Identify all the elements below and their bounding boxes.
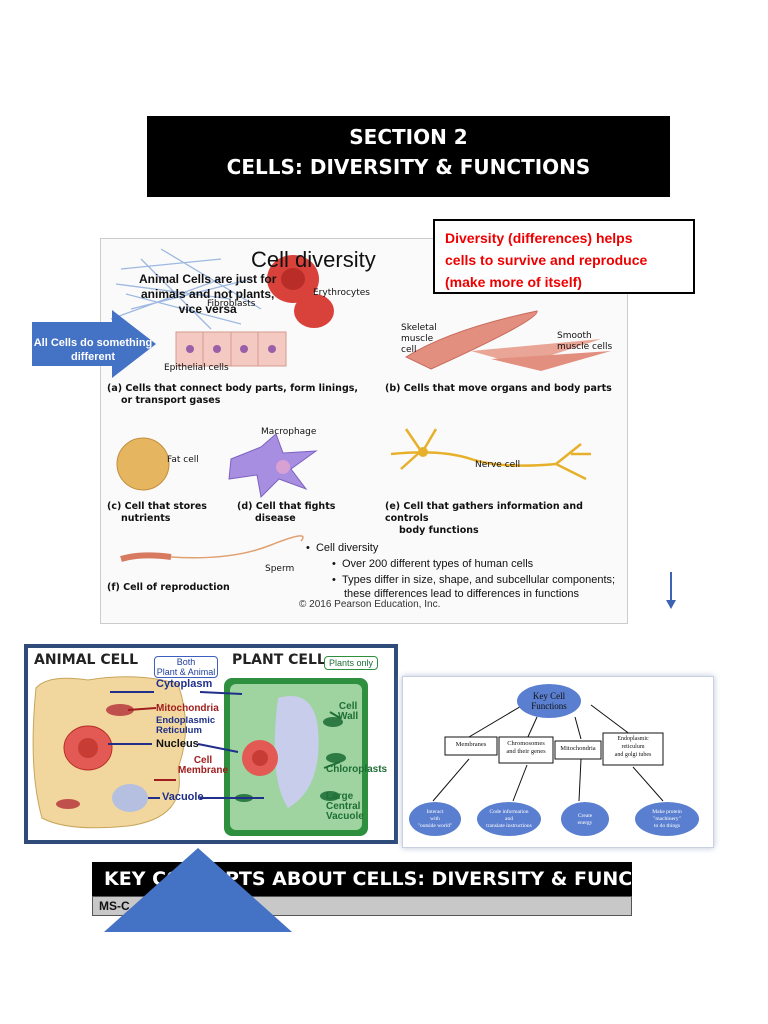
concept-root: Key Cell Functions xyxy=(531,691,567,711)
caption-c: (c) Cell that stores nutrients xyxy=(107,501,207,524)
fibroblast-fibers xyxy=(110,248,262,330)
key-cell-functions-map: Key Cell Functions Membranes Chromosomes… xyxy=(402,676,714,848)
animal-plant-cell-figure: ANIMAL CELL Both Plant & Animal PLANT CE… xyxy=(24,644,398,844)
pointer-arrows xyxy=(108,691,264,799)
label-sperm: Sperm xyxy=(265,564,295,574)
animal-cells-note: Animal Cells are just for animals and no… xyxy=(139,272,277,316)
animal-cell-title: ANIMAL CELL xyxy=(34,652,139,668)
label-skeletal-muscle: Skeletal muscle cell xyxy=(401,323,437,355)
diversity-title: Cell diversity xyxy=(251,247,376,272)
epithelial-cells-shape xyxy=(175,331,287,367)
both-badge: Both Plant & Animal xyxy=(154,656,218,678)
caption-f: (f) Cell of reproduction xyxy=(107,582,230,593)
down-arrow-icon xyxy=(666,572,676,609)
caption-d: (d) Cell that fights disease xyxy=(237,501,336,524)
bullet-sub2: • Types differ in size, shape, and subce… xyxy=(332,574,616,586)
label-cell-membrane: Cell Membrane xyxy=(178,755,229,776)
concept-branch-er: Endoplasmic reticulum and golgi tubes xyxy=(614,736,652,758)
root-node-shape xyxy=(517,684,581,718)
label-fat-cell: Fat cell xyxy=(167,455,199,465)
concept-leaf-code: Code information and translate instructi… xyxy=(486,809,532,829)
animal-vacuole-shape xyxy=(112,784,148,812)
label-epithelial: Epithelial cells xyxy=(164,363,229,373)
label-fibroblasts: Fibroblasts xyxy=(207,299,256,309)
bullet-sub2-cont: these differences lead to differences in… xyxy=(344,588,580,600)
section-heading: CELLS: DIVERSITY & FUNCTIONS xyxy=(226,155,591,179)
concept-branch-membranes: Membranes xyxy=(455,741,487,748)
label-nerve-cell: Nerve cell xyxy=(475,460,521,470)
concept-leaf-energy: Create energy xyxy=(577,813,593,826)
skeletal-muscle-shape xyxy=(404,310,538,370)
cell-comparison-illustration xyxy=(32,676,368,836)
concept-leaf-protein: Make protein "machinery" to do things xyxy=(652,809,682,829)
label-cytoplasm: Cytoplasm xyxy=(156,678,213,690)
bullet-main: • Cell diversity xyxy=(306,542,379,554)
concept-map-lines xyxy=(409,684,699,836)
label-er: Endoplasmic Reticulum xyxy=(156,715,216,736)
label-smooth-muscle: Smooth muscle cells xyxy=(557,331,613,352)
bullet-sub1: • Over 200 different types of human cell… xyxy=(332,558,534,570)
label-cell-wall: Cell Wall xyxy=(338,701,359,722)
plant-central-vacuole-shape xyxy=(274,696,319,808)
label-macrophage: Macrophage xyxy=(261,427,317,437)
cell-diversity-illustration xyxy=(110,248,611,562)
cell-diversity-figure: Cell diversity Erythrocytes Animal Cells… xyxy=(100,238,628,624)
concept-leaf-interact: Interact with "outside world" xyxy=(417,809,453,829)
section-number: SECTION 2 xyxy=(349,125,468,149)
caption-a: (a) Cells that connect body parts, form … xyxy=(107,383,359,406)
plants-only-badge: Plants only xyxy=(324,656,379,670)
label-vacuole: Vacuole xyxy=(162,791,204,803)
fat-cell-shape xyxy=(116,437,170,491)
macrophage-shape xyxy=(228,433,318,499)
arrow-note: All Cells do something different xyxy=(33,337,153,363)
caption-e: (e) Cell that gathers information and co… xyxy=(385,501,583,536)
label-central-vacuole: Large Central Vacuole xyxy=(326,791,364,822)
diversity-callout: Diversity (differences) helps cells to s… xyxy=(433,219,695,294)
section-title: SECTION 2 CELLS: DIVERSITY & FUNCTIONS xyxy=(147,116,670,197)
concept-branch-chromosomes: Chromosomes and their genes xyxy=(506,740,546,755)
concept-branch-mitochondria: Mitochondria xyxy=(560,745,596,752)
arrow-note-shape xyxy=(32,310,156,378)
label-erythrocytes: Erythrocytes xyxy=(313,288,370,298)
triangle-shape xyxy=(104,848,292,932)
copyright: © 2016 Pearson Education, Inc. xyxy=(299,599,441,610)
label-chloroplasts: Chloroplasts xyxy=(326,764,388,775)
caption-b: (b) Cells that move organs and body part… xyxy=(385,383,612,394)
label-mitochondria: Mitochondria xyxy=(156,703,219,714)
sperm-shape xyxy=(120,552,172,562)
plant-cell-title: PLANT CELL xyxy=(232,652,326,668)
label-nucleus: Nucleus xyxy=(156,738,199,750)
diversity-bullets: • Cell diversity • Over 200 different ty… xyxy=(306,541,615,601)
